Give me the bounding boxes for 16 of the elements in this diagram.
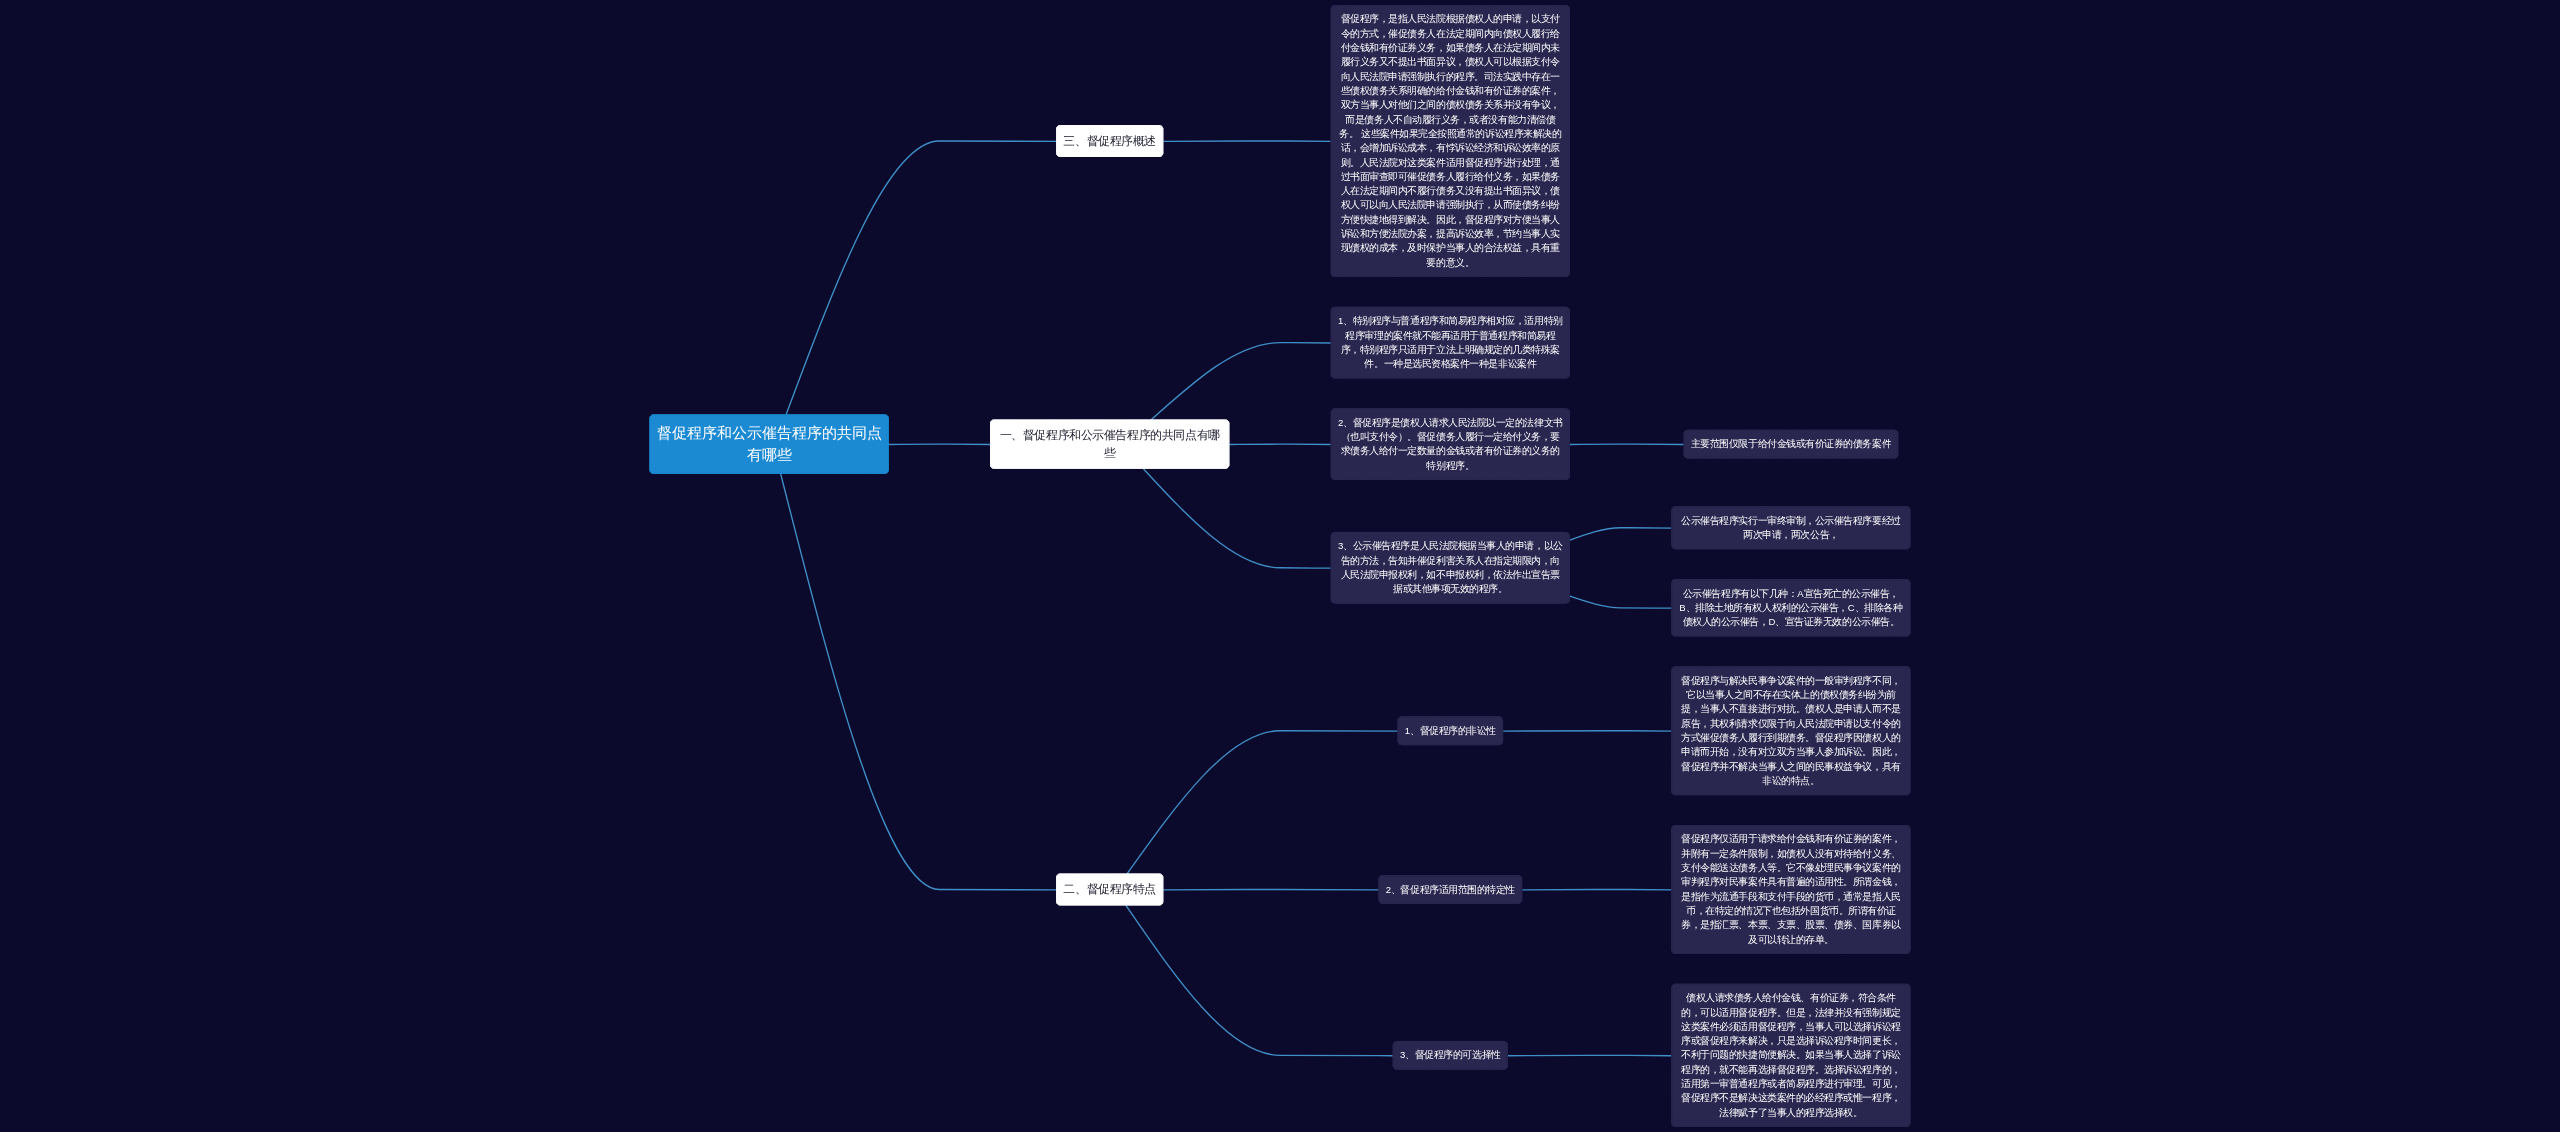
connector	[1569, 443, 1685, 446]
connector	[887, 443, 992, 446]
connector	[1126, 730, 1399, 875]
connector	[1125, 904, 1395, 1057]
connector	[1507, 1054, 1673, 1057]
connector	[1569, 595, 1673, 609]
connector	[785, 140, 1058, 416]
connector	[1569, 527, 1673, 541]
connector	[1162, 888, 1380, 891]
connector	[1142, 468, 1333, 569]
connector	[1228, 443, 1333, 446]
connector	[1521, 888, 1673, 891]
connector	[1149, 341, 1333, 421]
connector	[779, 473, 1058, 891]
connector	[1162, 140, 1333, 143]
connector	[1502, 730, 1673, 732]
